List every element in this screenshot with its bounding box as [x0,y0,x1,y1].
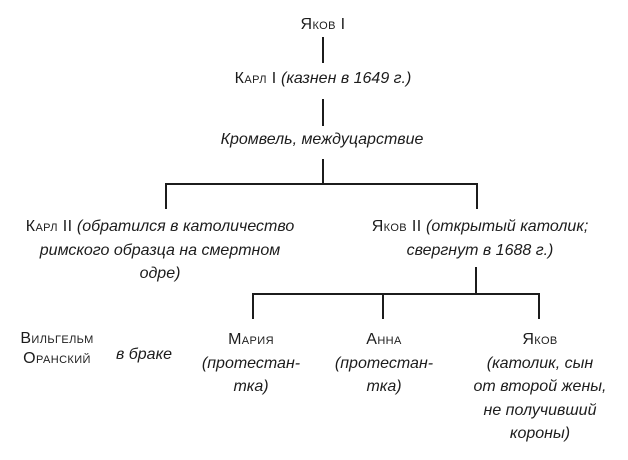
person-name: Яков I [300,16,346,33]
person-name: Анна [366,331,402,348]
person-name: Яков [522,331,558,348]
person-note: (католик, сын от второй жены, не получив… [473,354,607,443]
connector-line-james2-children [475,267,477,294]
person-name: Вильгельм Оранский [20,330,94,367]
connector-drop-james2 [476,183,478,209]
interregnum-label: Кромвель, междуцарствие [220,131,424,148]
connector-bar-generation3 [165,183,478,185]
person-name: Яков II [371,218,422,235]
connector-line-james1-charles1 [322,37,324,63]
connector-line-cromwell-branch [322,159,324,184]
node-yakov-pretender: Яков (католик, сын от второй жены, не по… [455,328,625,446]
person-note: (открытый католик; свергнут в 1688 г.) [406,218,589,259]
person-note: (обратился в католичество римского образ… [39,218,295,282]
node-maria: Мария (протестан- тка) [186,328,316,399]
node-william-of-orange: Вильгельм Оранский [0,329,122,369]
person-name: Мария [228,331,274,348]
person-name: Карл II [25,218,73,235]
person-note: (протестан- тка) [334,354,434,396]
connector-drop-mary [252,293,254,319]
node-yakov-i: Яков I [263,13,383,37]
connector-drop-charles2 [165,183,167,209]
connector-bar-generation4 [252,293,540,295]
node-karl-ii: Карл II (обратился в католичество римско… [0,215,325,286]
node-cromwell-interregnum: Кромвель, междуцарствие [195,128,449,152]
node-yakov-ii: Яков II (открытый католик; свергнут в 16… [345,215,615,262]
marriage-label-text: в браке [115,346,173,363]
person-name: Карл I [234,70,277,87]
connector-line-charles1-cromwell [322,99,324,126]
node-karl-i: Карл I (казнен в 1649 г.) [171,67,475,91]
node-anna: Анна (протестан- тка) [319,328,449,399]
connector-drop-yakov [538,293,540,319]
connector-drop-anne [382,293,384,319]
person-note: (казнен в 1649 г.) [281,70,412,87]
person-note: (протестан- тка) [201,354,301,396]
marriage-label: в браке [89,343,199,367]
